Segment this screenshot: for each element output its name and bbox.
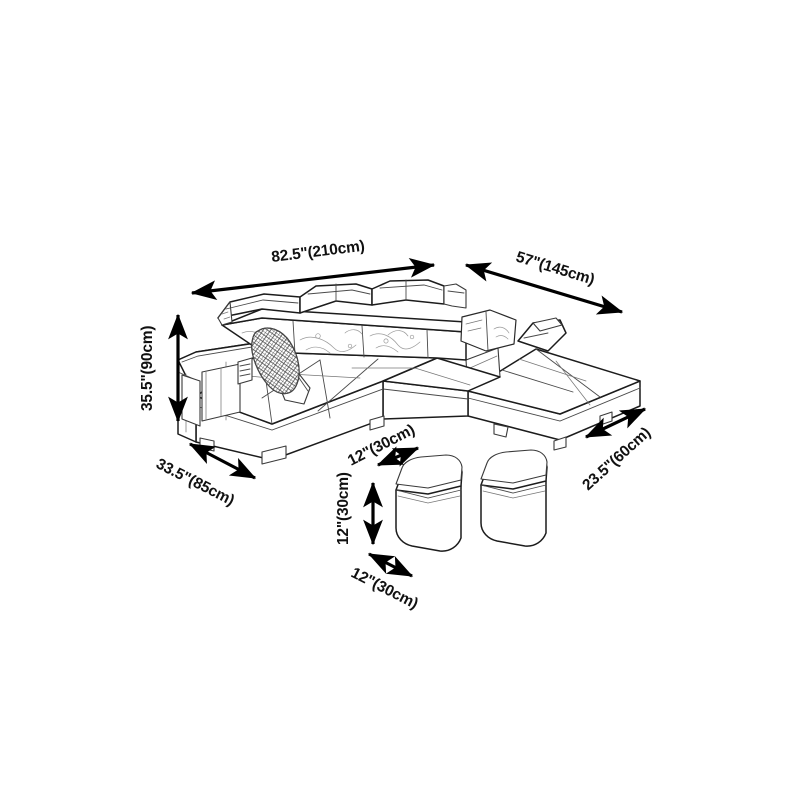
dim-label-ottoman-width: 12"(30cm) (348, 564, 421, 612)
backrest-print-decor (241, 329, 421, 354)
arm-storage-pocket (181, 357, 253, 427)
sofa-illustration (177, 279, 641, 465)
dim-label-ottoman-height: 12"(30cm) (335, 472, 352, 545)
dim-arrow-chaise-depth (584, 407, 647, 439)
dim-arrow-ottoman-width (367, 552, 414, 578)
dim-label-sofa-width: 82.5"(210cm) (270, 238, 365, 266)
ottoman-right (480, 449, 548, 547)
dim-arrow-sofa-width (190, 257, 436, 301)
ottoman-left (395, 454, 463, 552)
sofa-main-base (195, 351, 438, 465)
accent-pillow-left (251, 327, 300, 395)
dim-label-sofa-height: 35.5"(90cm) (139, 326, 156, 411)
dim-arrow-sofa-depth (188, 442, 257, 480)
sofa-corner-block (382, 357, 501, 420)
accent-pillow-chaise (460, 309, 517, 352)
dim-arrow-chaise-length (464, 262, 624, 315)
ottoman-pair (395, 449, 548, 552)
dim-arrow-ottoman-depth (376, 446, 420, 467)
